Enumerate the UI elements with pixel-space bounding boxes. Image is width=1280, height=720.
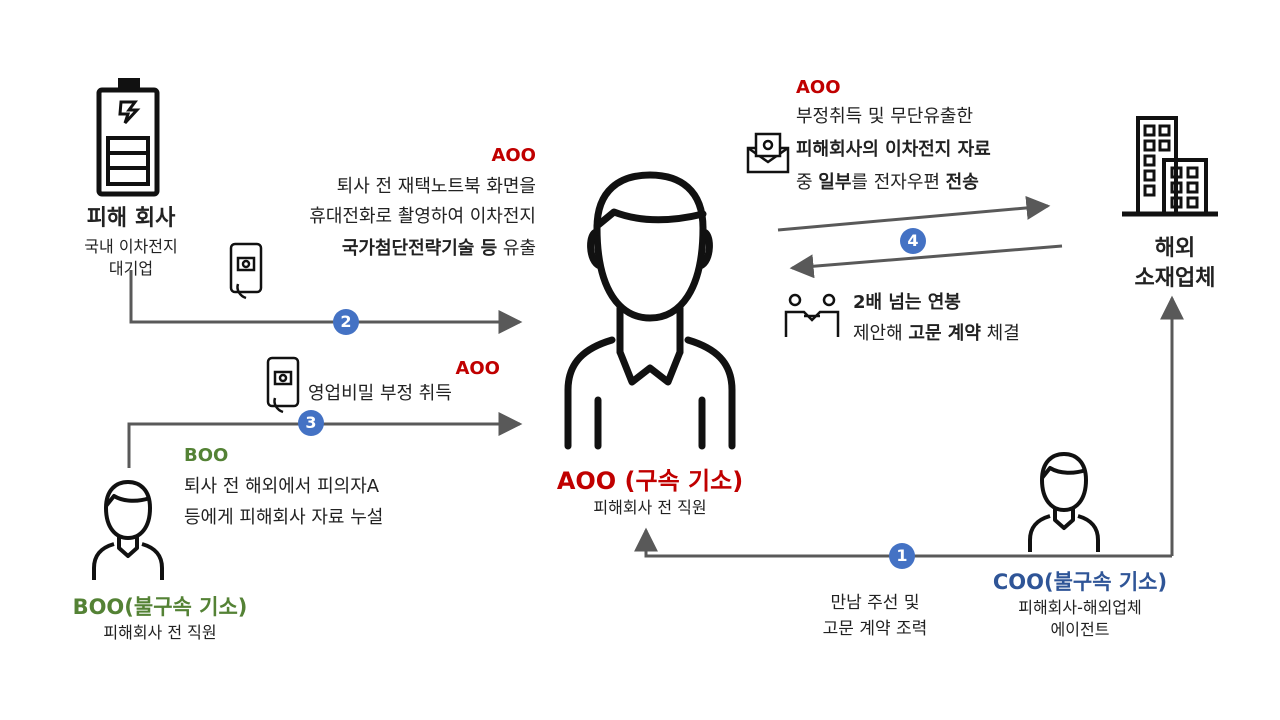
step4-actor: AOO [796,77,841,98]
step4-line3-a: 중 [796,172,819,193]
step3-badge: 3 [298,410,324,436]
step4-deal-line2: 제안해 고문 계약 체결 [853,321,1020,347]
building-icon [1122,116,1218,217]
step2-line3: 국가첨단전략기술 등 유출 [236,236,536,262]
battery-icon [96,78,160,197]
phone-camera-icon-2 [266,356,300,414]
step4-line3-c: 를 전자우편 [851,172,946,193]
boo-action-line1: 퇴사 전 해외에서 피의자A [184,476,380,497]
boo-label: BOO(불구속 기소) [72,595,248,619]
coo-label: COO(불구속 기소) [992,570,1168,594]
overseas-line2: 소재업체 [1134,266,1216,291]
step4-deal-line2-a: 제안해 [853,323,909,344]
aoo-sub: 피해회사 전 직원 [593,498,707,517]
step4-line3: 중 일부를 전자우편 전송 [796,170,979,196]
boo-sub: 피해회사 전 직원 [103,623,217,642]
step4-line3-d: 전송 [945,172,979,193]
step4-line2: 피해회사의 이차전지 자료 [796,139,991,160]
email-icon [746,132,790,174]
step3-line1: 영업비밀 부정 취득 [308,383,452,404]
step1-line2: 고문 계약 조력 [822,619,928,639]
step4-line3-b: 일부 [818,172,852,193]
aoo-label: AOO (구속 기소) [556,467,744,495]
boo-action-line2: 등에게 피해회사 자료 누설 [184,507,384,528]
phone-camera-icon [229,242,263,300]
aoo-person-icon [564,171,736,450]
victim-line1: 국내 이차전지 [84,237,178,256]
step4-deal-line2-c: 체결 [980,323,1020,344]
coo-sub2: 에이전트 [1050,620,1110,639]
step2-line2: 휴대전화로 촬영하여 이차전지 [309,206,536,227]
step2-arrow [129,270,523,334]
step4-arrow-to-aoo [789,244,1063,279]
boo-person-icon [92,480,164,580]
boo-action-actor: BOO [184,445,229,466]
step2-line1: 퇴사 전 재택노트북 화면을 [336,176,536,197]
step3-arrow [127,412,523,468]
step1-line1: 만남 주선 및 [830,593,920,613]
step4-deal-line1: 2배 넘는 연봉 [853,292,961,313]
overseas-line1: 해외 [1154,236,1196,261]
step2-line3-bold: 국가첨단전략기술 등 [341,238,498,259]
step1-arrow [634,527,1172,558]
coo-person-icon [1028,452,1100,552]
step2-line3-rest: 유출 [497,238,536,259]
coo-sub1: 피해회사-해외업체 [1018,598,1142,617]
step3-actor: AOO [455,358,500,379]
step2-actor: AOO [491,145,536,166]
step4-arrow-to-overseas [777,195,1051,232]
step4-line1: 부정취득 및 무단유출한 [796,106,974,127]
step4-badge: 4 [900,228,926,254]
victim-line2: 대기업 [108,259,154,278]
step1-badge: 1 [889,543,915,569]
victim-title: 피해 회사 [86,206,176,231]
step2-badge: 2 [333,309,359,335]
handshake-icon [784,293,840,337]
step4-deal-line2-b: 고문 계약 [908,323,981,344]
